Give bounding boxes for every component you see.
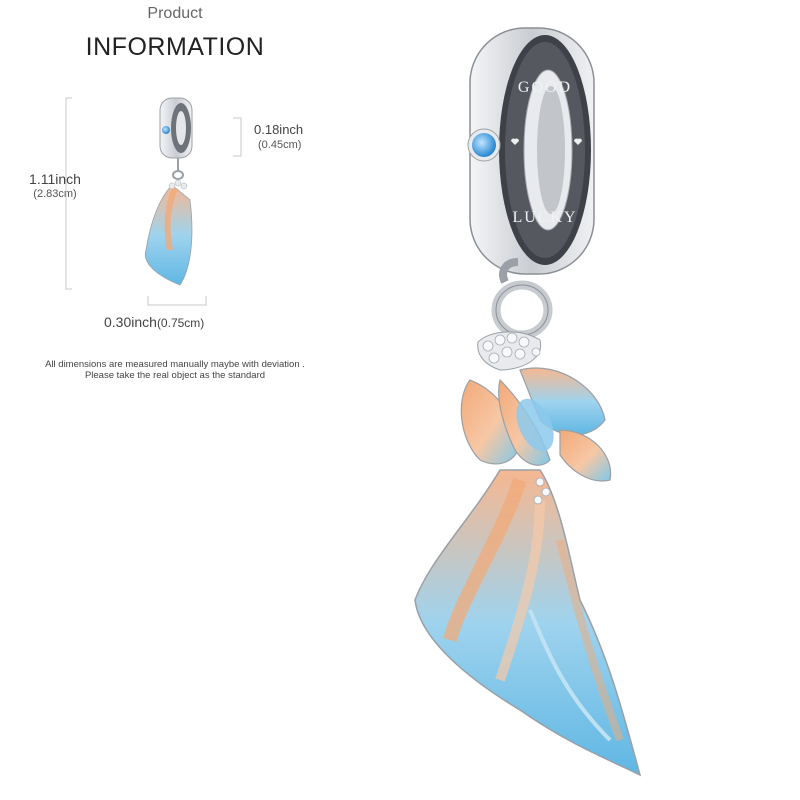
header-eyebrow: Product	[147, 5, 203, 22]
bail-dimension-value: 0.18inch	[254, 122, 304, 137]
disclaimer-line-1: All dimensions are measured manually may…	[45, 359, 305, 370]
charm-bead: GOOD LUCKY	[467, 27, 595, 275]
feather-pendant	[414, 331, 642, 777]
height-dimension-value: 1.11inch	[29, 171, 81, 187]
width-dimension-metric: (0.75cm)	[156, 316, 205, 330]
width-dimension-value: 0.30inch	[104, 314, 157, 330]
header-title: INFORMATION	[85, 33, 265, 61]
engraving-bottom: LUCKY	[512, 209, 577, 226]
engraving-top: GOOD	[518, 79, 572, 96]
width-dimension: 0.30inch(0.75cm)	[104, 314, 204, 330]
dimension-guides	[65, 97, 242, 306]
bail-dimension-metric: (0.45cm)	[258, 139, 302, 151]
disclaimer-line-2: Please take the real object as the stand…	[84, 370, 266, 381]
thumbnail-charm	[144, 97, 193, 286]
